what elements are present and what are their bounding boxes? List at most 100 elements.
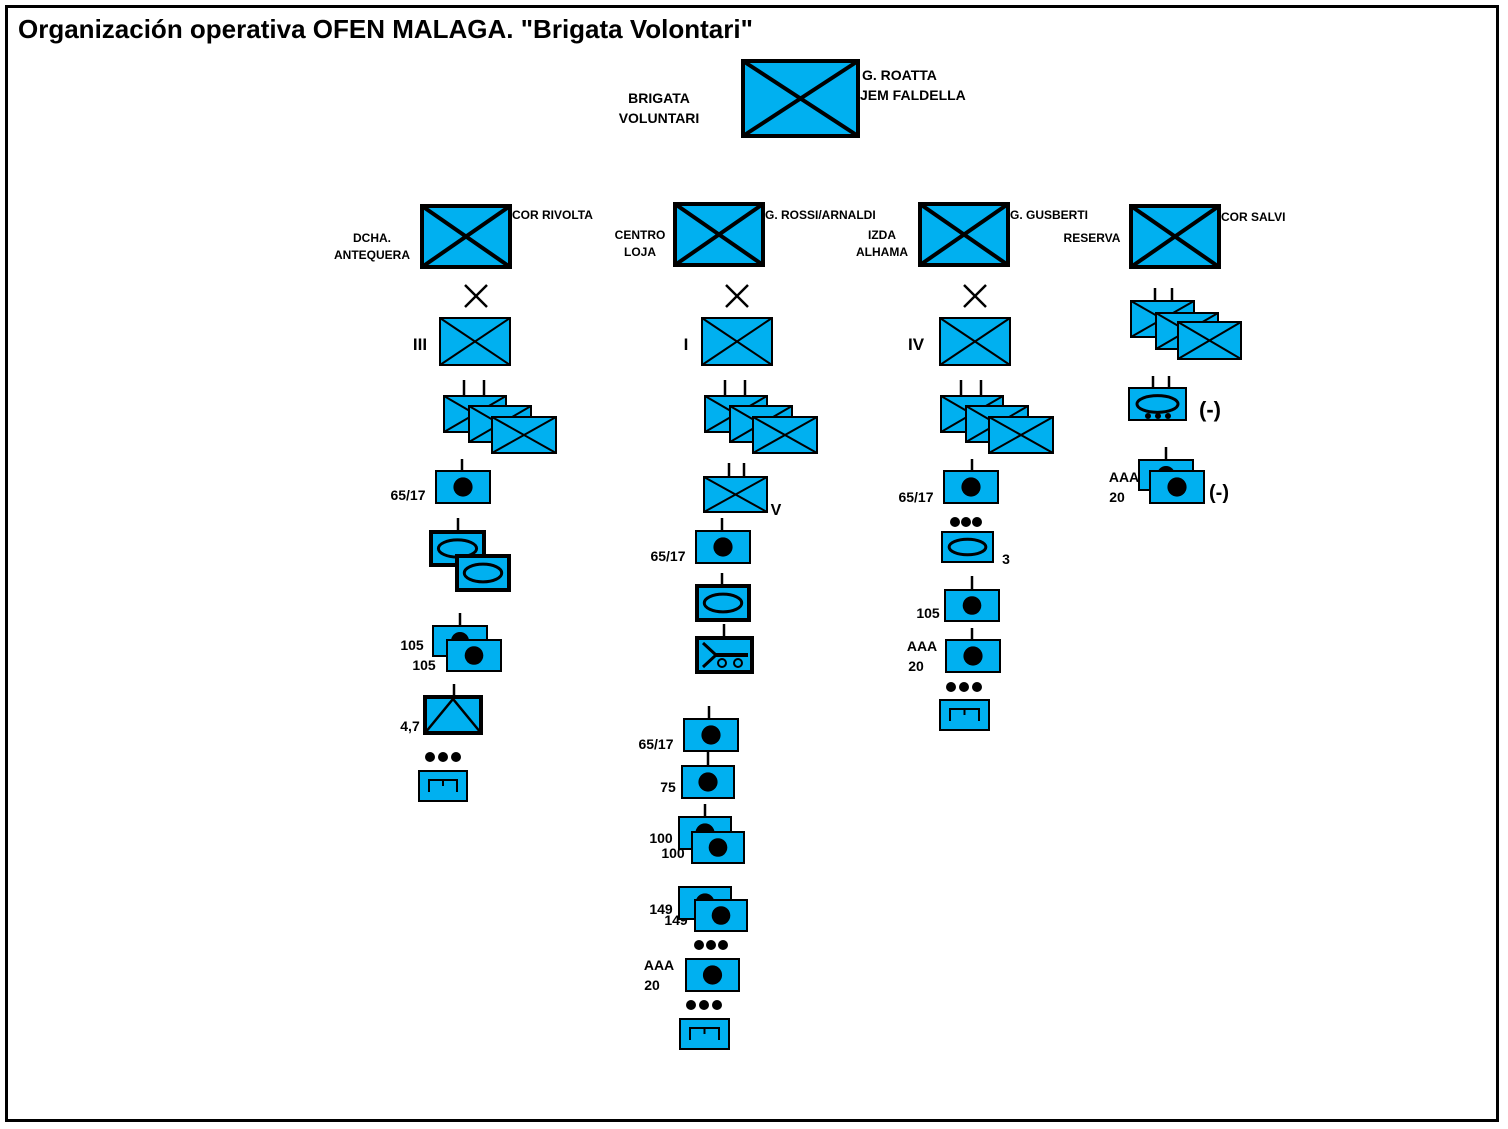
right-supply-dots-2: [451, 752, 461, 762]
center-v-symbol-x-b: [703, 476, 768, 513]
group-left-commander: G. GUSBERTI: [1010, 208, 1088, 222]
right-at-symbol: [423, 695, 483, 735]
brigade-center-symbol-x-b: [701, 317, 773, 366]
group-center-name-1: CENTRO: [615, 228, 666, 242]
left-tank-track: [947, 537, 988, 557]
group-left-symbol-x-b: [918, 202, 1010, 267]
center-supply-dots-0: [686, 1000, 696, 1010]
center-art2-label: 65/17: [638, 736, 673, 752]
left-art2-label: 105: [916, 605, 940, 621]
hq-name-line-2: VOLUNTARI: [619, 110, 700, 126]
group-reserve-commander: COR SALVI: [1221, 210, 1285, 224]
right-at-label: 4,7: [400, 718, 420, 734]
center-art4-2-dot: [708, 838, 728, 857]
center-art4-2: [691, 831, 745, 864]
hq-commander-line-1: G. ROATTA: [862, 67, 937, 83]
right-art2b-label: 105: [412, 657, 436, 673]
reserve-aaa-label-2: 20: [1109, 489, 1125, 505]
reserve-tank-dots-1: [1155, 413, 1161, 419]
center-regt-label: V: [771, 502, 782, 519]
brigade-left-symbol-x-b: [939, 317, 1011, 366]
left-aaa-dot: [963, 646, 983, 666]
left-supply-dots-1: [959, 682, 969, 692]
group-right-commander: COR RIVOLTA: [512, 208, 593, 222]
center-aaa-dot: [702, 965, 723, 985]
right-regiment-3-x-b: [491, 416, 557, 454]
center-supply-dots-1: [699, 1000, 709, 1010]
reserve-aaa-label-1: AAA: [1109, 469, 1139, 485]
left-art2-dot: [962, 596, 982, 615]
group-right-symbol-x-b: [420, 204, 512, 269]
center-mot-symbol-wheel-2: [733, 658, 743, 668]
group-left-name-1: IZDA: [868, 228, 896, 242]
left-tank-dots-1: [961, 517, 971, 527]
group-reserve-name: RESERVA: [1064, 231, 1121, 245]
reserve-reduced-label-2: (-): [1209, 482, 1229, 504]
right-supply-dots-0: [425, 752, 435, 762]
unit-symbols: [418, 59, 1242, 1050]
center-art1-label: 65/17: [650, 548, 685, 564]
group-reserve-symbol-x-b: [1129, 204, 1221, 269]
brigade-mark-center-b: [725, 284, 749, 308]
reserve-reduced-label-1: (-): [1199, 397, 1221, 422]
reserve-reg-3-x-b: [1177, 321, 1242, 360]
center-art3-label: 75: [660, 779, 676, 795]
left-art1-dot: [961, 477, 981, 497]
left-supply-dots-0: [946, 682, 956, 692]
center-art4a-label: 100: [649, 830, 673, 846]
center-tank-track: [702, 592, 744, 614]
reserve-tank-track: [1135, 394, 1180, 414]
left-aaa-label-1: AAA: [907, 638, 937, 654]
hq-commander-line-2: JEM FALDELLA: [860, 87, 966, 103]
left-aaa-label-2: 20: [908, 658, 924, 674]
brigade-label-right: III: [413, 335, 427, 354]
hq-symbol-x-b: [741, 59, 860, 138]
reserve-tank-dots-2: [1165, 413, 1171, 419]
left-tank-dots-2: [972, 517, 982, 527]
left-tank-count: 3: [1002, 551, 1010, 567]
center-supply-dots-2: [712, 1000, 722, 1010]
reserve-aaa-2-dot: [1167, 477, 1187, 497]
right-art1: [435, 470, 491, 504]
brigade-right-symbol-x-b: [439, 317, 511, 366]
group-right-name-2: ANTEQUERA: [334, 248, 410, 262]
center-art5-2-dot: [711, 906, 731, 925]
hq-name-line-1: BRIGATA: [628, 90, 690, 106]
center-aaa-dots-0: [694, 940, 704, 950]
right-art2-2-dot: [464, 646, 484, 665]
left-art1-label: 65/17: [898, 489, 933, 505]
reserve-tank-dots-0: [1145, 413, 1151, 419]
center-aaa-label-1: AAA: [644, 957, 674, 973]
center-aaa-dots-2: [718, 940, 728, 950]
group-center-name-2: LOJA: [624, 245, 656, 259]
right-tank-2-track: [462, 562, 504, 584]
center-art2-dot: [701, 725, 721, 745]
left-supply-dots-2: [972, 682, 982, 692]
left-tank-dots-0: [950, 517, 960, 527]
left-regiment-3-x-b: [988, 416, 1054, 454]
brigade-label-center: I: [684, 335, 689, 354]
right-supply-dots-1: [438, 752, 448, 762]
brigade-label-left: IV: [908, 335, 925, 354]
brigade-mark-right-b: [464, 284, 488, 308]
group-left-name-2: ALHAMA: [856, 245, 908, 259]
right-art2a-label: 105: [400, 637, 424, 653]
center-aaa-dots-1: [706, 940, 716, 950]
right-at-symbol-chevron: [424, 697, 482, 734]
brigade-mark-left-b: [963, 284, 987, 308]
center-art5a-label: 149: [649, 901, 673, 917]
diagram-title: Organización operativa OFEN MALAGA. "Bri…: [18, 14, 753, 44]
center-mot-symbol-wheel-1: [717, 658, 727, 668]
right-art1-label: 65/17: [390, 487, 425, 503]
right-art1-dot: [453, 477, 473, 497]
group-center-symbol-x-b: [673, 202, 765, 267]
center-regiment-3-x-b: [752, 416, 818, 454]
center-aaa-label-2: 20: [644, 977, 660, 993]
center-art3-dot: [698, 772, 718, 792]
group-right-name-1: DCHA.: [353, 231, 391, 245]
center-art1-dot: [713, 537, 733, 557]
group-center-commander: G. ROSSI/ARNALDI: [765, 208, 876, 222]
center-tank: [695, 584, 751, 622]
diagram-frame: [5, 5, 1499, 1122]
